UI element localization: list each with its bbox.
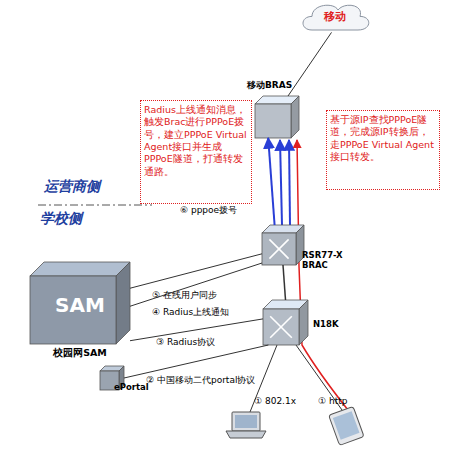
connector xyxy=(283,265,286,300)
portal-server: ePortal xyxy=(100,366,124,390)
box-side xyxy=(299,300,308,345)
boundary-line xyxy=(38,205,152,206)
node-text: RSR77-X BRAC xyxy=(302,251,348,271)
node-text: 移动BRAS xyxy=(247,80,317,90)
box-front xyxy=(263,309,299,345)
node-text: 移动 xyxy=(300,11,370,24)
side-label: 学校侧 xyxy=(40,210,82,228)
node-text: Radius上线通知消息，触发Brac进行PPPoE拨号，建立PPPoE Vir… xyxy=(141,101,251,181)
device-arrow xyxy=(270,316,292,338)
side-label: 运营商侧 xyxy=(44,178,100,196)
device-arrow xyxy=(269,239,288,258)
router-device: RSR77-X BRAC xyxy=(262,225,304,265)
node-text: N18K xyxy=(313,320,353,330)
box-icon xyxy=(255,96,299,138)
connector xyxy=(268,138,274,225)
pppoe-arrow xyxy=(289,140,290,225)
box-side xyxy=(116,262,130,344)
sam-server: SAM校园网SAM xyxy=(30,262,130,344)
pppoe-arrow xyxy=(280,140,282,225)
edge-label: ② 中国移动二代portal协议 xyxy=(146,374,255,387)
switch-device: N18K xyxy=(263,300,308,345)
step-label: ① http xyxy=(318,396,347,406)
device-arrow xyxy=(270,316,292,338)
edge-label: ③ Radius协议 xyxy=(156,336,215,349)
box-front xyxy=(262,233,296,265)
node-text: SAM xyxy=(40,294,120,317)
connector xyxy=(130,263,262,306)
box-top xyxy=(30,262,130,276)
device-arrow xyxy=(269,239,288,258)
node-caption: 校园网SAM xyxy=(40,348,120,359)
tablet-icon xyxy=(329,406,364,445)
connector xyxy=(288,32,332,96)
edge-label: ⑥ pppoe拨号 xyxy=(180,204,237,217)
edge-label: ④ Radius上线通知 xyxy=(152,306,229,319)
connector xyxy=(130,254,262,288)
cloud-node: 移动 xyxy=(300,2,370,34)
callout-box: 基于源IP查找PPPoE隧道，完成源IP转换后，走PPPoE Virtual A… xyxy=(326,110,440,190)
node-text: 基于源IP查找PPPoE隧道，完成源IP转换后，走PPPoE Virtual A… xyxy=(327,111,439,166)
edge-label: ⑤ 在线用户同步 xyxy=(152,289,217,302)
box-front xyxy=(255,104,291,138)
switch-icon xyxy=(263,300,308,345)
bras-device: 移动BRAS xyxy=(255,96,299,138)
box-side xyxy=(291,96,299,138)
laptop-icon xyxy=(226,412,266,438)
router-icon xyxy=(262,225,304,265)
connector xyxy=(124,345,268,378)
step-label: ① 802.1x xyxy=(254,396,296,406)
callout-box: Radius上线通知消息，触发Brac进行PPPoE拨号，建立PPPoE Vir… xyxy=(140,100,252,204)
